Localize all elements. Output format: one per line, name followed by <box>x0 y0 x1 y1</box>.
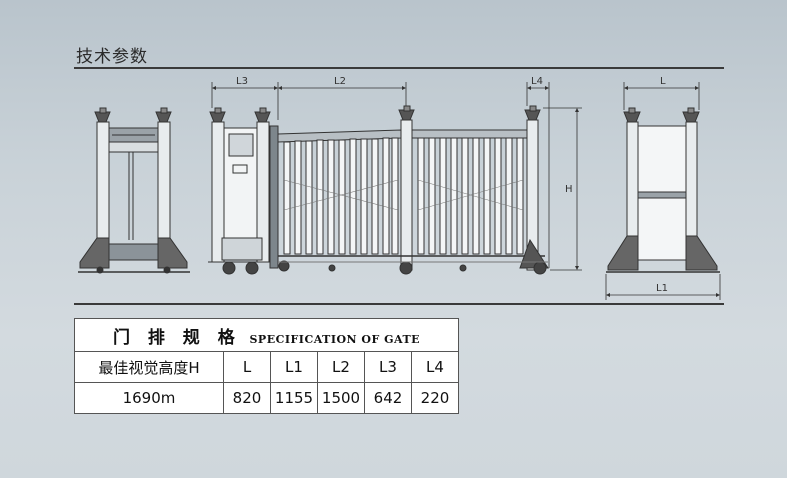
spec-table-title: 门 排 规 格 SPECIFICATION OF GATE <box>74 318 459 352</box>
dim-label-l: L <box>660 76 666 87</box>
value-cell-l1: 1155 <box>270 382 318 414</box>
spec-title-cn: 门 排 规 格 <box>112 327 241 348</box>
spec-title-en: SPECIFICATION OF GATE <box>249 332 421 346</box>
side-view-right <box>606 107 720 273</box>
control-box <box>208 107 272 275</box>
dim-label-l2: L2 <box>334 76 346 87</box>
header-cell-l3: L3 <box>364 351 412 383</box>
gate-technical-drawing: L3 L2 L4 L H L1 <box>78 76 721 300</box>
side-view-left <box>78 107 190 274</box>
spec-table-header-row: 最佳视觉高度H L L1 L2 L3 L4 <box>74 351 459 383</box>
dimension-labels: L3 L2 L4 L H L1 <box>236 76 668 294</box>
header-cell-l2: L2 <box>317 351 365 383</box>
top-divider <box>74 67 724 69</box>
dim-label-l1: L1 <box>656 283 668 294</box>
header-cell-l: L <box>223 351 271 383</box>
dimension-lines <box>211 82 721 300</box>
value-cell-l2: 1500 <box>317 382 365 414</box>
bottom-divider <box>74 303 724 305</box>
dim-label-l4: L4 <box>531 76 543 87</box>
value-cell-l: 820 <box>223 382 271 414</box>
dim-label-h: H <box>565 184 573 195</box>
value-cell-height: 1690m <box>74 382 224 414</box>
value-cell-l4: 220 <box>411 382 459 414</box>
dim-label-l3: L3 <box>236 76 248 87</box>
page-title: 技术参数 <box>76 47 148 67</box>
retractable-gate <box>269 105 549 275</box>
spec-table: 门 排 规 格 SPECIFICATION OF GATE 最佳视觉高度H L … <box>74 318 459 414</box>
header-cell-l1: L1 <box>270 351 318 383</box>
spec-table-title-row: 门 排 规 格 SPECIFICATION OF GATE <box>74 318 459 352</box>
value-cell-l3: 642 <box>364 382 412 414</box>
header-cell-l4: L4 <box>411 351 459 383</box>
header-cell-height: 最佳视觉高度H <box>74 351 224 383</box>
spec-table-value-row: 1690m 820 1155 1500 642 220 <box>74 382 459 414</box>
